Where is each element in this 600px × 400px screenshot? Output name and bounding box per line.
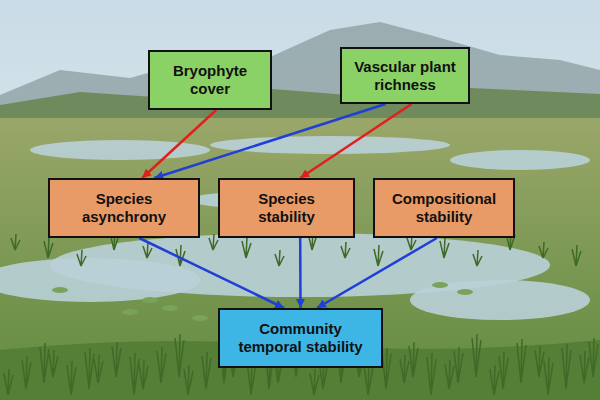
grass-tuft xyxy=(473,250,482,266)
grass-tuft xyxy=(539,242,548,258)
grass-tuft xyxy=(374,245,383,266)
driver-box: Bryophyte cover xyxy=(148,50,272,110)
mechanism-box: Species stability xyxy=(218,178,355,238)
grass-tuft xyxy=(544,357,553,395)
grass-tuft xyxy=(440,237,449,258)
effect-arrow xyxy=(154,104,385,178)
water-pool xyxy=(210,136,450,154)
lily-pad xyxy=(122,309,138,315)
grass-tuft xyxy=(535,346,544,377)
grass-tuft xyxy=(454,347,463,383)
grass-tuft xyxy=(341,242,350,258)
grass-tuft xyxy=(275,250,284,266)
water-pool xyxy=(0,258,200,302)
grass-tuft xyxy=(517,339,526,383)
grass-tuft xyxy=(4,369,13,395)
grass-tuft xyxy=(67,361,76,395)
outcome-box: Community temporal stability xyxy=(218,308,383,368)
node-label: Vascular plant richness xyxy=(352,58,458,94)
effect-arrow xyxy=(142,110,216,178)
lily-pad xyxy=(192,315,208,321)
node-label: Species stability xyxy=(230,190,343,226)
grass-tuft xyxy=(139,360,148,389)
grass-tuft xyxy=(472,334,481,377)
node-label: Species asynchrony xyxy=(60,190,188,226)
water-pool xyxy=(450,150,590,170)
mechanism-box: Species asynchrony xyxy=(48,178,200,238)
grass-tuft xyxy=(490,365,499,395)
effect-arrow xyxy=(139,238,284,308)
grass-tuft xyxy=(400,355,409,383)
lily-pad xyxy=(142,297,158,303)
grass-tuft xyxy=(572,245,581,266)
grass-tuft xyxy=(209,234,218,250)
grass-tuft xyxy=(157,347,166,383)
lily-pad xyxy=(432,282,448,288)
grass-tuft xyxy=(112,342,121,377)
grass-tuft xyxy=(589,338,598,377)
grass-tuft xyxy=(11,234,20,250)
grass-tuft xyxy=(130,353,139,395)
lily-pad xyxy=(162,305,178,311)
grass-tuft xyxy=(49,350,58,377)
grass-tuft xyxy=(94,355,103,383)
grass-tuft xyxy=(310,369,319,395)
grass-tuft xyxy=(409,342,418,377)
effect-arrow xyxy=(299,238,302,308)
driver-box: Vascular plant richness xyxy=(340,47,470,104)
grass-tuft xyxy=(580,351,589,383)
grass-tuft xyxy=(175,334,184,377)
grass-tuft xyxy=(202,352,211,389)
mechanism-box: Compositional stability xyxy=(373,178,515,238)
node-label: Compositional stability xyxy=(385,190,503,226)
water-pool xyxy=(410,280,590,320)
grass-tuft xyxy=(242,237,251,258)
grass-tuft xyxy=(22,356,31,389)
grass-tuft xyxy=(184,365,193,395)
grass-tuft xyxy=(85,348,94,389)
node-label: Community temporal stability xyxy=(230,320,371,356)
grass-tuft xyxy=(562,344,571,389)
node-label: Bryophyte cover xyxy=(160,62,260,98)
effect-arrow xyxy=(317,238,437,308)
grass-tuft xyxy=(382,348,391,389)
effect-arrow xyxy=(300,104,411,178)
grass-tuft xyxy=(427,353,436,395)
grass-tuft xyxy=(77,250,86,266)
water-pool xyxy=(30,140,210,160)
lily-pad xyxy=(457,289,473,295)
grass-tuft xyxy=(445,360,454,389)
grass-tuft xyxy=(499,352,508,389)
grass-tuft xyxy=(44,237,53,258)
grass-tuft xyxy=(40,343,49,383)
lily-pad xyxy=(52,287,68,293)
